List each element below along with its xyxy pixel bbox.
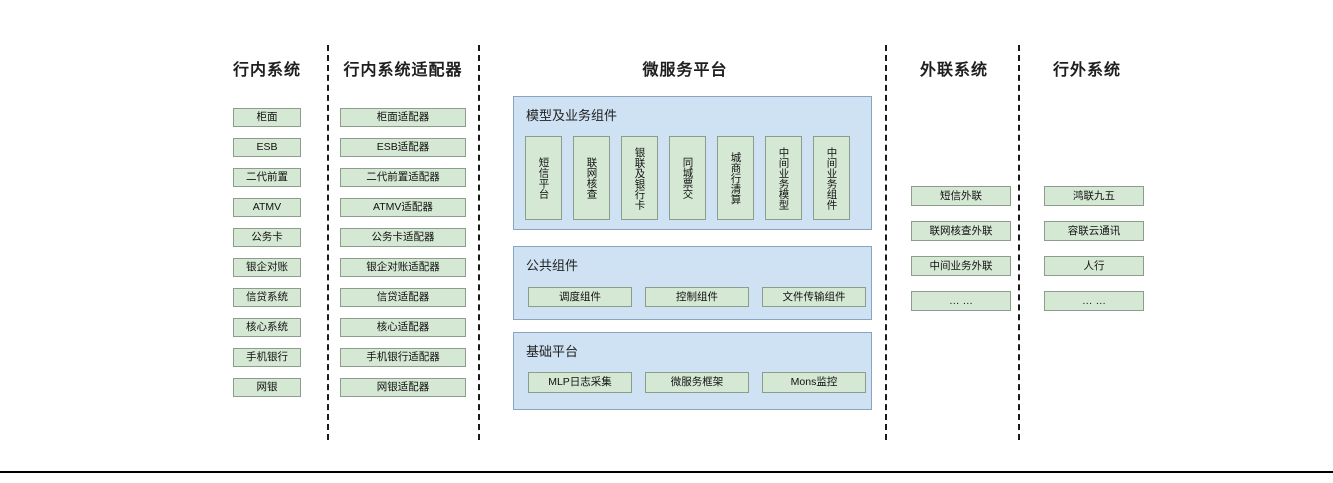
node-model-business-components-0[interactable]: 短信平台	[525, 136, 562, 220]
node-in-bank-systems-5[interactable]: 银企对账	[233, 258, 301, 277]
column-header-external-link-systems: 外联系统	[919, 62, 988, 79]
node-model-business-components-6[interactable]: 中间业务组件	[813, 136, 850, 220]
node-in-bank-systems-9[interactable]: 网银	[233, 378, 301, 397]
panel-model-business-components: 模型及业务组件短信平台联网核查银联及银行卡同城票交城商行清算中间业务模型中间业务…	[513, 96, 872, 230]
panel-title-public-components: 公共组件	[526, 258, 579, 273]
panel-base-platform: 基础平台 MLP日志采集微服务框架 Mons监控	[513, 332, 872, 410]
column-divider-3	[885, 45, 887, 440]
node-base-platform-0[interactable]: MLP日志采集	[528, 372, 632, 393]
node-in-bank-systems-1[interactable]: ESB	[233, 138, 301, 157]
column-header-off-bank-systems: 行外系统	[1052, 62, 1121, 79]
node-public-components-2[interactable]: 文件传输组件	[762, 287, 866, 307]
node-in-bank-systems-4[interactable]: 公务卡	[233, 228, 301, 247]
node-in-bank-adapters-1[interactable]: ESB适配器	[340, 138, 466, 157]
column-divider-1	[327, 45, 329, 440]
node-off-bank-systems-0[interactable]: 鸿联九五	[1044, 186, 1144, 206]
node-in-bank-adapters-8[interactable]: 手机银行适配器	[340, 348, 466, 367]
node-in-bank-adapters-6[interactable]: 信贷适配器	[340, 288, 466, 307]
node-in-bank-systems-8[interactable]: 手机银行	[233, 348, 301, 367]
node-base-platform-2[interactable]: Mons监控	[762, 372, 866, 393]
column-header-in-bank-adapters: 行内系统适配器	[343, 62, 463, 79]
node-in-bank-adapters-9[interactable]: 网银适配器	[340, 378, 466, 397]
column-header-microservice-platform: 微服务平台	[642, 62, 728, 79]
node-external-link-systems-0[interactable]: 短信外联	[911, 186, 1011, 206]
node-in-bank-systems-6[interactable]: 信贷系统	[233, 288, 301, 307]
column-divider-2	[478, 45, 480, 440]
node-in-bank-adapters-3[interactable]: ATMV适配器	[340, 198, 466, 217]
node-in-bank-adapters-0[interactable]: 柜面适配器	[340, 108, 466, 127]
column-divider-4	[1018, 45, 1020, 440]
bottom-separator	[0, 471, 1333, 473]
node-in-bank-systems-2[interactable]: 二代前置	[233, 168, 301, 187]
column-header-in-bank-systems: 行内系统	[233, 62, 302, 79]
node-off-bank-systems-2[interactable]: 人行	[1044, 256, 1144, 276]
node-off-bank-systems-1[interactable]: 容联云通讯	[1044, 221, 1144, 241]
node-model-business-components-5[interactable]: 中间业务模型	[765, 136, 802, 220]
node-external-link-systems-3[interactable]: … …	[911, 291, 1011, 311]
node-in-bank-systems-7[interactable]: 核心系统	[233, 318, 301, 337]
node-public-components-1[interactable]: 控制组件	[645, 287, 749, 307]
node-in-bank-adapters-2[interactable]: 二代前置适配器	[340, 168, 466, 187]
node-model-business-components-1[interactable]: 联网核查	[573, 136, 610, 220]
node-off-bank-systems-3[interactable]: … …	[1044, 291, 1144, 311]
node-external-link-systems-2[interactable]: 中间业务外联	[911, 256, 1011, 276]
node-base-platform-1[interactable]: 微服务框架	[645, 372, 749, 393]
node-external-link-systems-1[interactable]: 联网核查外联	[911, 221, 1011, 241]
node-model-business-components-4[interactable]: 城商行清算	[717, 136, 754, 220]
node-public-components-0[interactable]: 调度组件	[528, 287, 632, 307]
panel-title-model-business-components: 模型及业务组件	[526, 108, 618, 123]
node-in-bank-adapters-7[interactable]: 核心适配器	[340, 318, 466, 337]
node-model-business-components-3[interactable]: 同城票交	[669, 136, 706, 220]
panel-title-base-platform: 基础平台	[526, 344, 579, 359]
node-in-bank-systems-0[interactable]: 柜面	[233, 108, 301, 127]
node-model-business-components-2[interactable]: 银联及银行卡	[621, 136, 658, 220]
node-in-bank-adapters-4[interactable]: 公务卡适配器	[340, 228, 466, 247]
node-in-bank-systems-3[interactable]: ATMV	[233, 198, 301, 217]
panel-public-components: 公共组件调度组件控制组件文件传输组件	[513, 246, 872, 320]
node-in-bank-adapters-5[interactable]: 银企对账适配器	[340, 258, 466, 277]
